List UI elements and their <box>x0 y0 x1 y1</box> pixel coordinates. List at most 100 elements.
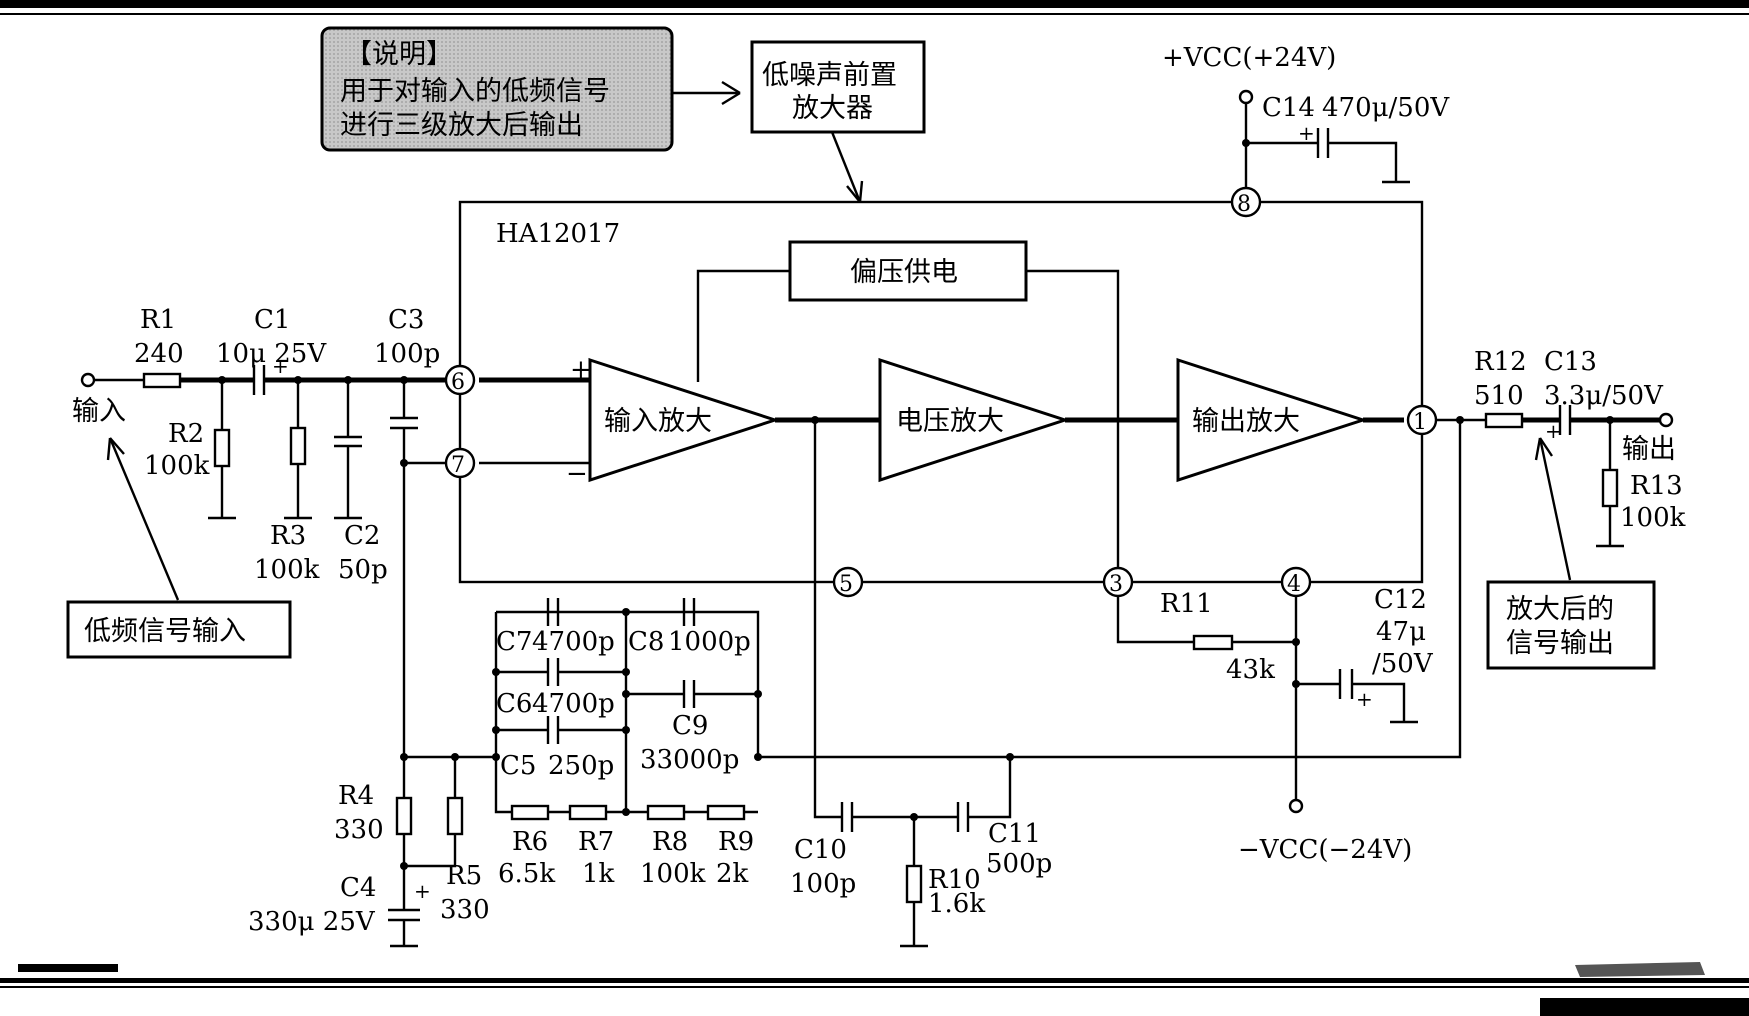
R2-resistor <box>213 428 231 468</box>
R11-value: 43k <box>1226 655 1275 685</box>
vcc-negative-label: −VCC(−24V) <box>1238 835 1412 865</box>
C5-value: 250p <box>548 751 614 781</box>
R2-value: 100k <box>144 451 210 481</box>
pin-7 <box>444 447 476 479</box>
output-amplifier: 输出放大 <box>1176 357 1368 483</box>
output-amplifier-label: 输出放大 <box>1192 406 1300 437</box>
preamp-label-2: 放大器 <box>792 93 873 124</box>
C4-value: 330μ 25V <box>248 907 376 937</box>
C10-value: 100p <box>790 869 856 899</box>
C12-name: C12 <box>1374 585 1427 615</box>
pin-6 <box>444 364 476 396</box>
R13-resistor <box>1601 468 1619 508</box>
R1-name: R1 <box>140 305 176 335</box>
R12-value: 510 <box>1474 381 1524 411</box>
input-label: 输入 <box>72 396 126 427</box>
R3-name: R3 <box>270 521 306 551</box>
input-minus-sign: − <box>566 459 588 489</box>
R11-name: R11 <box>1160 589 1213 619</box>
C3-value: 100p <box>374 339 440 369</box>
C7-name: C7 <box>496 627 532 657</box>
svg-text:4: 4 <box>1287 572 1301 597</box>
svg-text:+: + <box>1298 121 1315 145</box>
svg-text:5: 5 <box>839 572 853 597</box>
output-label: 输出 <box>1622 434 1676 465</box>
R4-name: R4 <box>338 781 374 811</box>
svg-text:3: 3 <box>1109 572 1123 597</box>
R10-resistor <box>905 864 923 904</box>
R3-value: 100k <box>254 555 320 585</box>
R10-value: 1.6k <box>928 889 985 919</box>
R6-value: 6.5k <box>498 859 555 889</box>
svg-text:6: 6 <box>451 370 465 395</box>
vcc-positive-label: +VCC(+24V) <box>1162 43 1336 73</box>
svg-text:8: 8 <box>1237 192 1251 217</box>
R5-resistor <box>446 796 464 836</box>
bias-supply-label: 偏压供电 <box>850 257 958 288</box>
R11-resistor <box>1192 634 1234 651</box>
R9-resistor <box>706 804 746 821</box>
C13-name: C13 <box>1544 347 1597 377</box>
output-callout-2: 信号输出 <box>1506 628 1614 659</box>
R7-name: R7 <box>578 827 614 857</box>
output-signal-callout: 放大后的 信号输出 <box>1486 437 1656 670</box>
svg-text:1: 1 <box>1413 410 1427 435</box>
R8-name: R8 <box>652 827 688 857</box>
output-callout-1: 放大后的 <box>1506 594 1614 625</box>
C2-name: C2 <box>344 521 380 551</box>
C6-value: 4700p <box>532 689 615 719</box>
note-box: 【说明】 用于对输入的低频信号 进行三级放大后输出 <box>320 26 674 152</box>
svg-text:+: + <box>1356 687 1373 711</box>
R10-name: R10 <box>928 865 981 895</box>
C4-name: C4 <box>340 873 376 903</box>
input-amplifier-label: 输入放大 <box>604 406 712 437</box>
R13-name: R13 <box>1630 471 1683 501</box>
C12-value-2: /50V <box>1372 649 1434 679</box>
pin-5 <box>832 566 864 598</box>
R1-resistor <box>142 372 182 389</box>
svg-text:+: + <box>272 354 289 378</box>
preamp-callout: 低噪声前置 放大器 <box>750 40 926 203</box>
note-line1: 用于对输入的低频信号 <box>340 76 610 107</box>
C10-name: C10 <box>794 835 847 865</box>
pin-8 <box>1230 186 1262 218</box>
R4-resistor <box>395 796 413 836</box>
R8-resistor <box>646 804 686 821</box>
C11-name: C11 <box>988 819 1041 849</box>
C9-name: C9 <box>672 711 708 741</box>
C7-value: 4700p <box>532 627 615 657</box>
R7-value: 1k <box>582 859 615 889</box>
ic-name: HA12017 <box>496 219 620 249</box>
R6-resistor <box>510 804 550 821</box>
input-signal-label: 低频信号输入 <box>84 616 246 647</box>
note-line2: 进行三级放大后输出 <box>340 110 583 141</box>
R9-name: R9 <box>718 827 754 857</box>
C1-value: 10μ 25V <box>216 339 327 369</box>
input-signal-callout: 低频信号输入 <box>66 437 292 659</box>
R12-resistor <box>1484 412 1524 429</box>
R13-value: 100k <box>1620 503 1686 533</box>
svg-text:7: 7 <box>451 453 465 478</box>
C6-name: C6 <box>496 689 532 719</box>
note-title: 【说明】 <box>345 39 453 70</box>
C9-value: 33000p <box>640 745 739 775</box>
C12-value-1: 47μ <box>1376 617 1426 647</box>
R7-resistor <box>568 804 608 821</box>
R6-name: R6 <box>512 827 548 857</box>
preamp-label-1: 低噪声前置 <box>762 60 897 91</box>
C11-value: 500p <box>986 849 1052 879</box>
C14-name: C14 <box>1262 93 1315 123</box>
R4-value: 330 <box>334 815 384 845</box>
input-terminal <box>80 372 96 388</box>
R8-value: 100k <box>640 859 706 889</box>
svg-text:+: + <box>414 879 431 903</box>
R3-resistor <box>289 426 307 466</box>
R1-value: 240 <box>134 339 184 369</box>
R2-name: R2 <box>168 419 204 449</box>
R12-name: R12 <box>1474 347 1527 377</box>
C3-name: C3 <box>388 305 424 335</box>
C2-value: 50p <box>338 555 388 585</box>
C1-name: C1 <box>254 305 290 335</box>
voltage-amplifier: 电压放大 <box>878 357 1070 483</box>
